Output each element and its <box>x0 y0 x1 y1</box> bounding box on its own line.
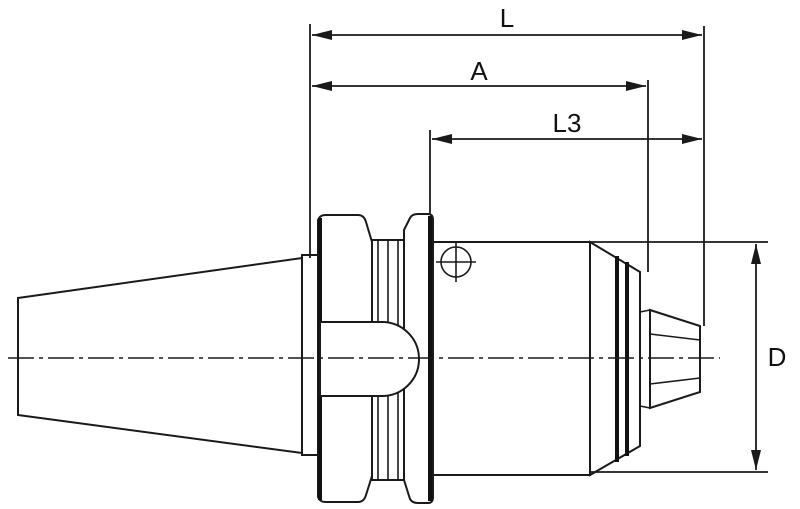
jaw-line-1 <box>649 333 701 341</box>
dimension-label-d: D <box>768 342 787 372</box>
dimension-line-l <box>312 30 702 40</box>
taper-shank <box>17 256 303 455</box>
jaw-line-2 <box>649 377 701 385</box>
chuck-key-hole-icon <box>436 242 476 282</box>
jaw-link-bottom <box>639 405 651 409</box>
dimension-label-a: A <box>470 56 488 86</box>
flange-collar <box>301 254 319 456</box>
dimension-line-l3 <box>432 134 702 144</box>
drive-key-slot <box>319 321 420 397</box>
jaw-link-top <box>639 309 651 313</box>
chuck-jaws <box>649 308 701 410</box>
dimension-line-d <box>751 244 761 470</box>
dimension-line-a <box>312 81 646 91</box>
dimension-label-l3: L3 <box>553 108 582 138</box>
dimension-label-l: L <box>500 3 514 33</box>
